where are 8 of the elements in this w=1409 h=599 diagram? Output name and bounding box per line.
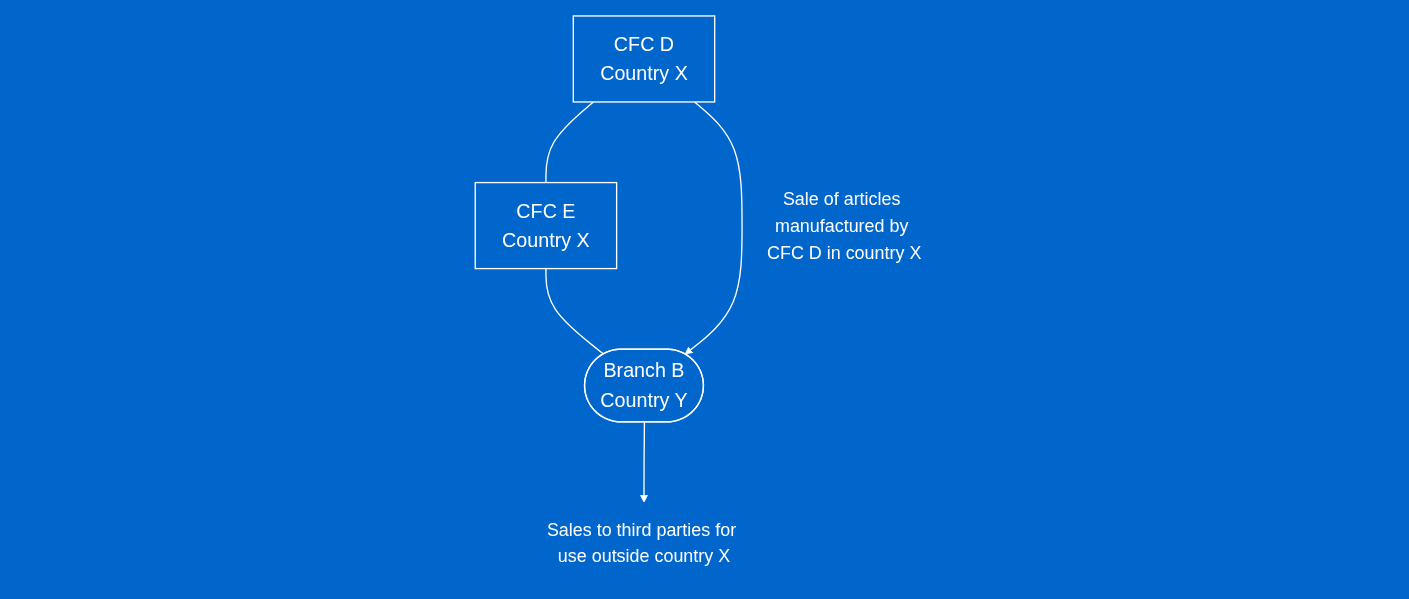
connector — [545, 101, 595, 184]
node-box: CFC D Country X — [572, 15, 716, 103]
arrow — [640, 421, 648, 503]
arrow — [684, 101, 743, 355]
node-text: Sales to third parties for use outside country X — [546, 519, 737, 567]
connector — [545, 267, 605, 355]
node-box: CFC E Country X — [474, 181, 618, 270]
edge-label: Sale of articles manufactured by CFC D in country X — [767, 188, 922, 263]
